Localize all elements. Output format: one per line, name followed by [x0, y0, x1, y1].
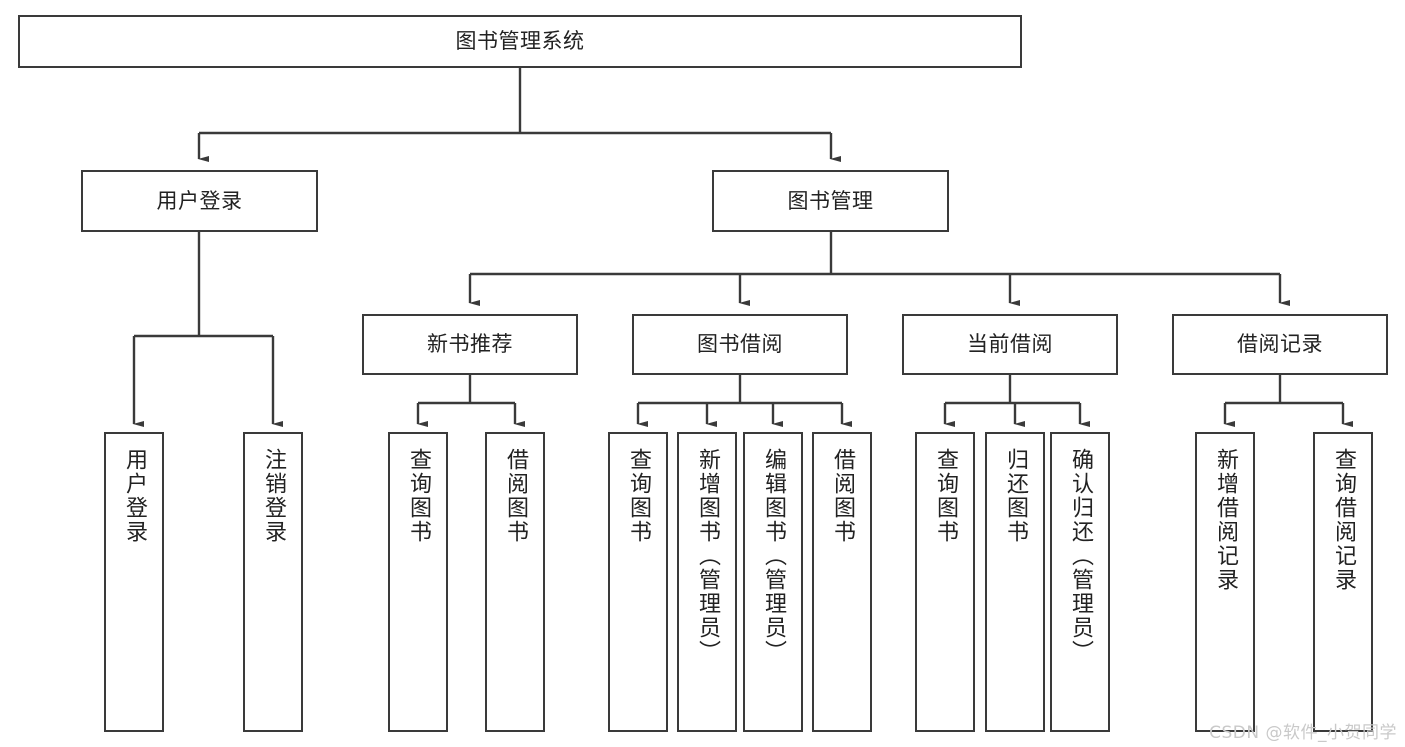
node-new-book-recommend[interactable]: 新书推荐: [362, 314, 578, 375]
leaf-book-borrow-query-book[interactable]: 查询图书: [608, 432, 668, 732]
leaf-current-borrow-query-book[interactable]: 查询图书: [915, 432, 975, 732]
node-borrow-record-label: 借阅记录: [1237, 332, 1323, 357]
node-book-borrow[interactable]: 图书借阅: [632, 314, 848, 375]
watermark-text: CSDN @软件_小贺同学: [1209, 723, 1397, 743]
leaf-borrow-record-query-record[interactable]: 查询借阅记录: [1313, 432, 1373, 732]
leaf-label: 查询借阅记录: [1331, 448, 1356, 592]
leaf-label: 查询图书: [626, 448, 651, 544]
leaf-label: 借阅图书: [830, 448, 855, 544]
leaf-current-borrow-return-book[interactable]: 归还图书: [985, 432, 1045, 732]
leaf-label: 查询图书: [933, 448, 958, 544]
leaf-book-borrow-borrow-book[interactable]: 借阅图书: [812, 432, 872, 732]
node-borrow-record[interactable]: 借阅记录: [1172, 314, 1388, 375]
node-root-library-system[interactable]: 图书管理系统: [18, 15, 1022, 68]
leaf-label: 借阅图书: [503, 448, 528, 544]
leaf-label: 归还图书: [1003, 448, 1028, 544]
node-current-borrow-label: 当前借阅: [967, 332, 1053, 357]
leaf-label: 注销登录: [261, 448, 286, 544]
leaf-label: 新增借阅记录: [1213, 448, 1238, 592]
leaf-book-borrow-edit-book-admin[interactable]: 编辑图书（管理员）: [743, 432, 803, 732]
node-book-borrow-label: 图书借阅: [697, 332, 783, 357]
leaf-book-borrow-add-book-admin[interactable]: 新增图书（管理员）: [677, 432, 737, 732]
leaf-label: 查询图书: [406, 448, 431, 544]
leaf-label: 新增图书（管理员）: [695, 448, 720, 664]
leaf-label: 用户登录: [122, 448, 147, 544]
node-book-management[interactable]: 图书管理: [712, 170, 949, 232]
node-new-book-recommend-label: 新书推荐: [427, 332, 513, 357]
node-root-label: 图书管理系统: [455, 29, 585, 54]
leaf-new-book-borrow-book[interactable]: 借阅图书: [485, 432, 545, 732]
leaf-current-borrow-confirm-return-admin[interactable]: 确认归还（管理员）: [1050, 432, 1110, 732]
node-user-login-label: 用户登录: [156, 188, 243, 213]
leaf-user-login-signout[interactable]: 注销登录: [243, 432, 303, 732]
leaf-borrow-record-add-record[interactable]: 新增借阅记录: [1195, 432, 1255, 732]
leaf-user-login-signin[interactable]: 用户登录: [104, 432, 164, 732]
node-book-management-label: 图书管理: [787, 188, 874, 213]
leaf-label: 编辑图书（管理员）: [761, 448, 786, 664]
leaf-label: 确认归还（管理员）: [1068, 448, 1093, 664]
leaf-new-book-query-book[interactable]: 查询图书: [388, 432, 448, 732]
node-current-borrow[interactable]: 当前借阅: [902, 314, 1118, 375]
node-user-login[interactable]: 用户登录: [81, 170, 318, 232]
